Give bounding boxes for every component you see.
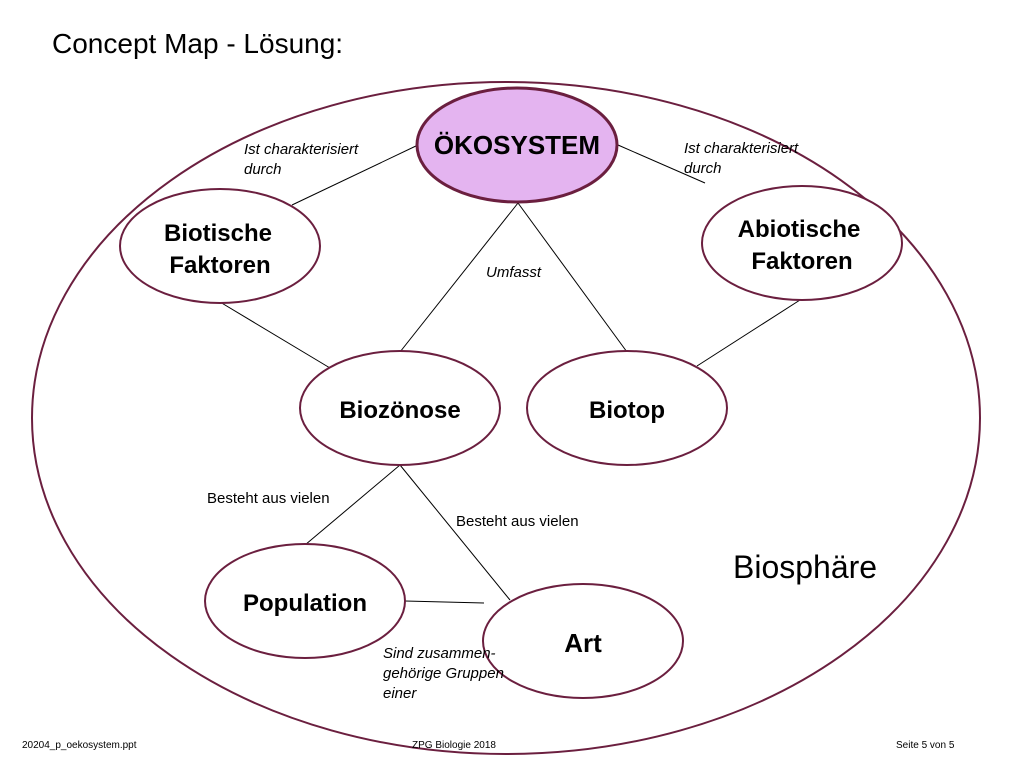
node-biotische-faktoren	[119, 188, 321, 304]
line-oeko-biotop	[517, 202, 628, 353]
label-biotop: Biotop	[589, 397, 665, 424]
label-biozoenose: Biozönose	[339, 397, 460, 424]
node-oekosystem	[415, 86, 619, 204]
footer-course: ZPG Biologie 2018	[412, 740, 496, 751]
edge-label-besteht-right: Besteht aus vielen	[456, 513, 579, 530]
label-biotische-line1: Biotische	[164, 220, 272, 247]
edge-label-besteht-left: Besteht aus vielen	[207, 490, 330, 507]
edge-label-umfasst: Umfasst	[486, 264, 542, 281]
label-population: Population	[243, 590, 367, 617]
line-oeko-abiotische	[617, 144, 706, 184]
edge-label-gruppen-3: einer	[383, 685, 417, 702]
line-biozoenose-art	[399, 464, 511, 601]
node-biotop	[526, 350, 728, 466]
edge-label-left-char-1: Ist charakterisiert	[244, 141, 359, 158]
label-art: Art	[564, 628, 602, 658]
label-abiotische-line1: Abiotische	[738, 216, 861, 243]
edge-label-right-char-1: Ist charakterisiert	[684, 140, 799, 157]
edge-label-gruppen-2: gehörige Gruppen	[383, 665, 504, 682]
line-biozoenose-population	[304, 464, 401, 546]
line-population-art	[404, 600, 485, 604]
line-biotische-biozoenose	[219, 301, 331, 369]
edge-label-gruppen-1: Sind zusammen-	[383, 645, 496, 662]
node-art	[482, 583, 684, 699]
footer-filename: 20204_p_oekosystem.ppt	[22, 740, 137, 751]
label-biotische-line2: Faktoren	[169, 252, 270, 279]
edge-label-right-char-2: durch	[684, 160, 722, 177]
line-abiotische-biotop	[696, 299, 801, 367]
node-abiotische-faktoren	[701, 185, 903, 301]
biosphere-ellipse	[31, 81, 981, 755]
footer-page-number: Seite 5 von 5	[896, 740, 955, 751]
biosphere-label: Biosphäre	[733, 549, 877, 585]
node-biozoenose	[299, 350, 501, 466]
node-population	[204, 543, 406, 659]
label-oekosystem: ÖKOSYSTEM	[434, 130, 600, 160]
edge-label-left-char-2: durch	[244, 161, 282, 178]
page-title: Concept Map - Lösung:	[52, 28, 344, 59]
label-abiotische-line2: Faktoren	[751, 248, 852, 275]
line-oeko-biotische	[291, 144, 419, 206]
line-oeko-biozoenose	[399, 202, 519, 353]
connector-lines	[219, 144, 801, 604]
